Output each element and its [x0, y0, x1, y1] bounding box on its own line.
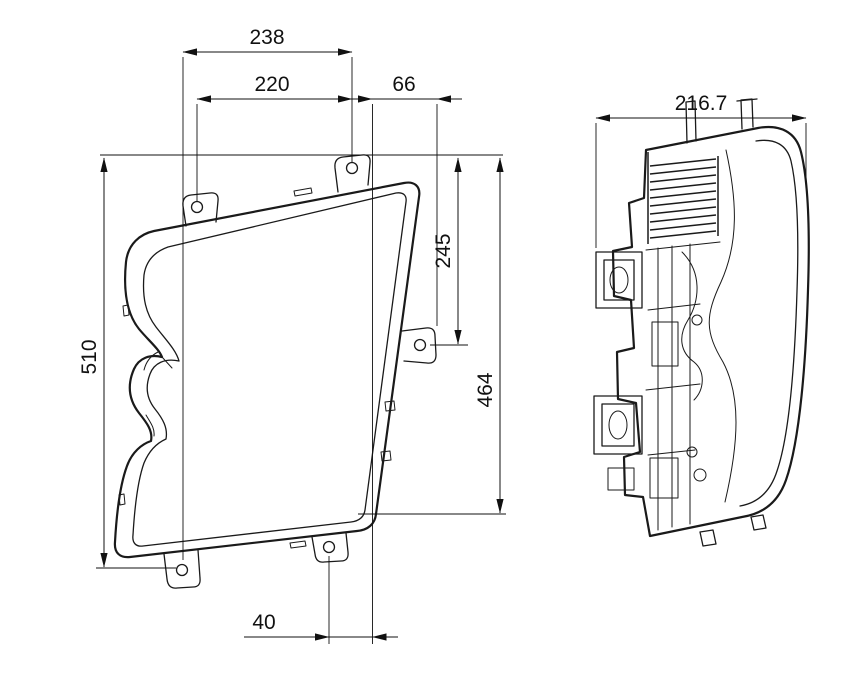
side-reflector-wavy-line	[708, 149, 737, 503]
mount-hole-right	[413, 338, 427, 352]
connector-block-upper	[595, 251, 643, 309]
mount-hole-bottom-right	[322, 540, 336, 554]
front-outer-outline	[113, 181, 421, 559]
dim-40-label: 40	[252, 611, 275, 634]
side-view	[593, 98, 810, 547]
dimension-annotations: 238 220 66 510 245	[78, 26, 807, 644]
adjuster-screw-bottom	[693, 468, 707, 482]
mount-tab-bottom-right	[311, 532, 349, 563]
connector-block-lower	[593, 395, 643, 455]
dim-238-extension-lines	[182, 57, 353, 560]
dim-216-7: 216.7	[595, 92, 807, 248]
front-notch-detail-lines	[143, 351, 173, 437]
wiring-harness-line	[681, 251, 703, 401]
mount-hole-top-left	[190, 200, 204, 214]
dim-245: 245	[430, 157, 468, 346]
dim-66: 66	[347, 73, 462, 644]
dim-245-label: 245	[432, 233, 455, 268]
adjuster-screw-upper	[691, 314, 703, 326]
connector-socket-lower	[608, 410, 628, 440]
dim-66-label: 66	[392, 73, 415, 96]
dim-238: 238	[182, 26, 353, 560]
dim-464-label: 464	[474, 372, 497, 407]
dim-510-label: 510	[78, 339, 101, 374]
dim-220-label: 220	[254, 73, 289, 96]
mount-hole-top-right	[345, 161, 359, 175]
dim-216-7-extension-lines	[595, 123, 807, 248]
connector-block-small	[607, 467, 635, 491]
adjuster-screw-lower	[686, 446, 698, 458]
front-view	[113, 154, 437, 589]
dim-220: 220	[196, 73, 353, 201]
side-outer-outline	[611, 125, 810, 538]
dim-40: 40	[244, 556, 398, 644]
mount-tab-bottom-left	[163, 549, 201, 589]
bottom-mounting-feet	[699, 514, 767, 547]
side-lens-inner-line	[739, 139, 799, 507]
mount-tab-top-right	[334, 154, 371, 193]
dim-464: 464	[358, 157, 506, 515]
connector-socket-upper	[609, 266, 629, 294]
heatsink-fins	[647, 152, 719, 244]
mount-tab-right	[401, 327, 437, 364]
dim-216-7-label: 216.7	[675, 92, 728, 115]
housing-separators	[645, 241, 721, 456]
mount-hole-bottom-left	[175, 563, 189, 577]
housing-internal-brackets	[649, 321, 679, 499]
dim-66-extension-lines	[372, 104, 438, 644]
front-lens-inner-outline	[132, 192, 407, 547]
dim-238-label: 238	[249, 26, 284, 49]
dim-510: 510	[78, 157, 176, 569]
front-clip-marks	[118, 187, 396, 549]
